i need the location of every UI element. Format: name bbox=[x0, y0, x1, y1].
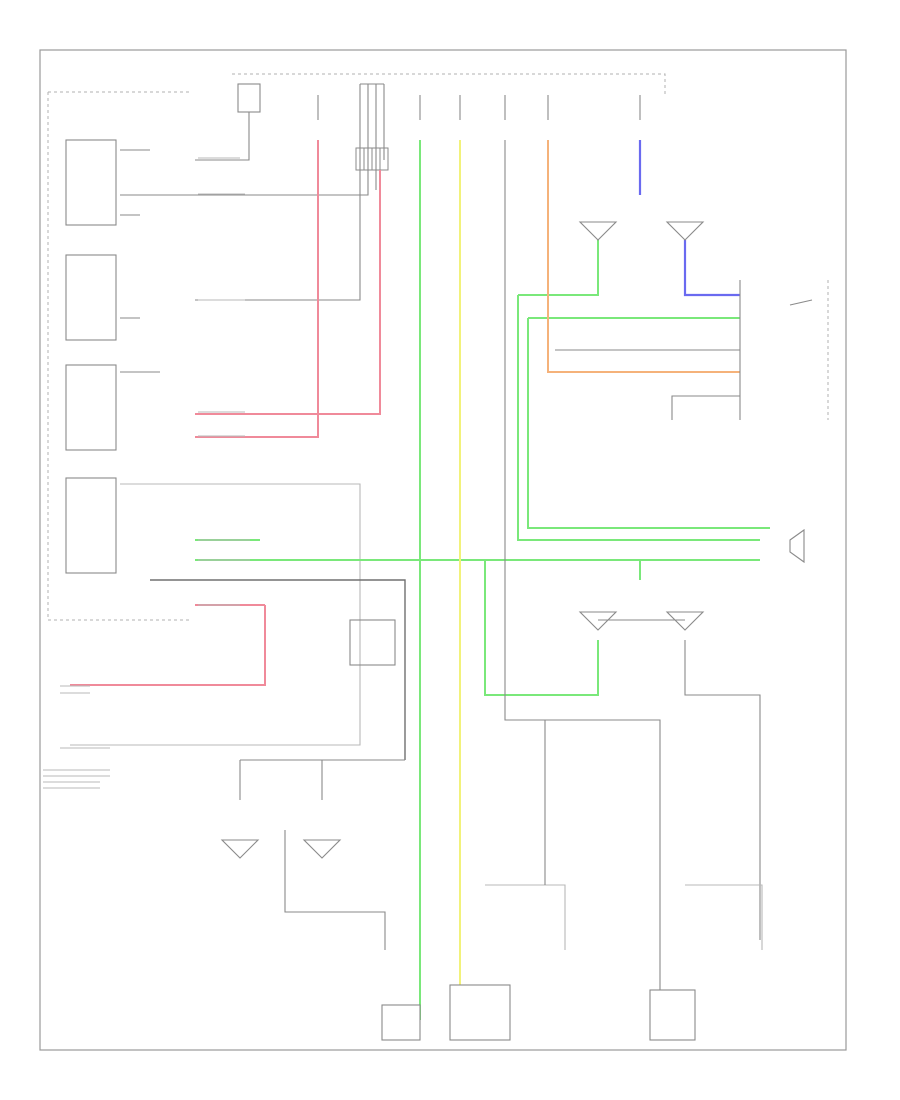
relay-box bbox=[349, 619, 396, 666]
blue-wire bbox=[683, 240, 740, 297]
dark-wire bbox=[150, 579, 406, 760]
lead-2 bbox=[120, 84, 369, 196]
gray-wire-3 bbox=[70, 605, 361, 746]
module-4 bbox=[65, 477, 117, 574]
module-boundary bbox=[47, 92, 190, 621]
top-bus bbox=[232, 73, 666, 95]
green-upper bbox=[518, 240, 599, 296]
bottom-component-2 bbox=[449, 984, 511, 1041]
red-wire-3 bbox=[70, 605, 266, 686]
diagram-frame bbox=[39, 49, 847, 1051]
m4-lead bbox=[120, 483, 361, 605]
green-loop bbox=[484, 560, 599, 696]
green-right-2 bbox=[527, 318, 770, 529]
horn-icon bbox=[789, 528, 805, 564]
switch-contact bbox=[789, 299, 813, 306]
gray-wire-1 bbox=[504, 140, 661, 1000]
bottom-component-3 bbox=[649, 989, 696, 1041]
lead-1 bbox=[195, 84, 361, 301]
gray-wire-2 bbox=[684, 640, 761, 940]
bottom-lead-1 bbox=[485, 884, 566, 950]
ground-lead bbox=[284, 830, 386, 950]
bottom-lead-2 bbox=[685, 884, 763, 950]
switch-ground bbox=[671, 395, 740, 420]
illegible-labels bbox=[43, 157, 250, 789]
ground-symbols bbox=[220, 221, 705, 859]
red-wire-2 bbox=[195, 170, 381, 415]
orange-wire bbox=[547, 140, 740, 373]
bottom-component-1 bbox=[381, 1004, 421, 1041]
fuse-box-lead bbox=[195, 112, 250, 161]
fuse-box bbox=[237, 83, 261, 113]
red-wire-1 bbox=[195, 140, 319, 438]
module-1 bbox=[65, 139, 117, 226]
fuse-row bbox=[317, 95, 641, 120]
module-3 bbox=[65, 364, 117, 451]
green-right-1 bbox=[517, 295, 760, 541]
module-2 bbox=[65, 254, 117, 341]
connector-bundle bbox=[355, 147, 389, 171]
